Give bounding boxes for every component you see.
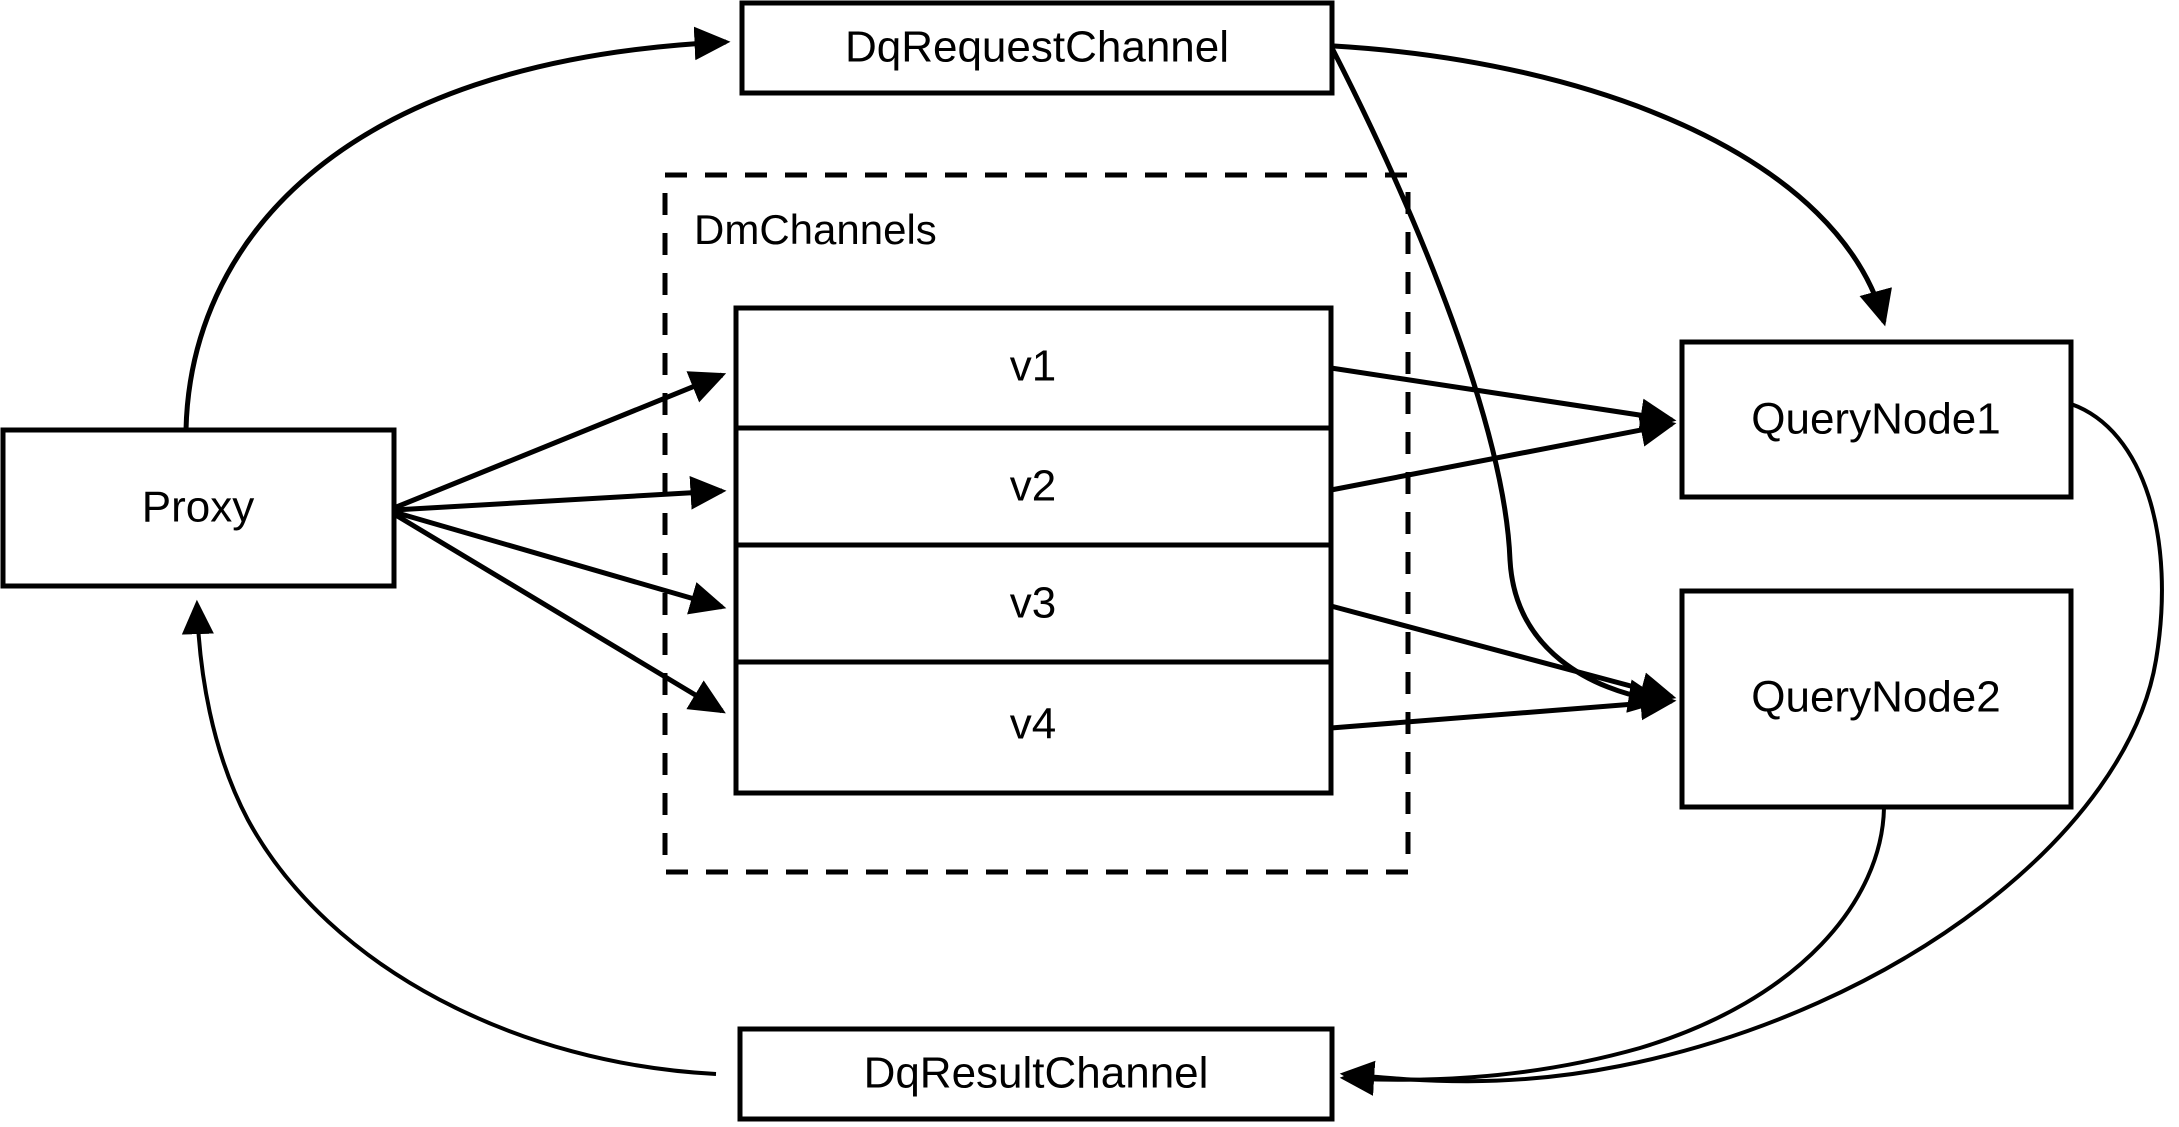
node-query-node-1[interactable]: QueryNode1: [1679, 339, 2074, 500]
dm-channels-group: DmChannels: [662, 172, 1411, 875]
edge-proxy-to-v4: [392, 511, 726, 714]
edge-proxy-to-v3: [393, 509, 727, 615]
dm-channel-row-v4[interactable]: v4: [1010, 700, 1056, 749]
dm-channel-row-v3[interactable]: v3: [736, 579, 1331, 665]
node-proxy[interactable]: Proxy: [0, 427, 397, 589]
edge-querynode1-to-dqresultchannel: [1339, 402, 2164, 1093]
edge-v2-to-querynode1: [1330, 413, 1677, 493]
dm-channel-row-label: v1: [1010, 342, 1056, 391]
edge-v4-to-querynode2: [1330, 686, 1677, 731]
dm-channel-row-v2[interactable]: v2: [736, 462, 1331, 548]
edge-proxy-to-v1: [393, 371, 727, 511]
edge-proxy-to-dqrequestchannel: [183, 26, 731, 431]
node-proxy-label: Proxy: [142, 483, 254, 532]
node-dq-result-channel[interactable]: DqResultChannel: [737, 1026, 1335, 1122]
node-query-node-2-label: QueryNode2: [1751, 673, 2000, 722]
edge-v1-to-querynode1: [1330, 365, 1677, 432]
dm-channel-row-label: v3: [1010, 579, 1056, 628]
dm-channel-row-label: v4: [1010, 700, 1056, 749]
dm-channels-group-label: DmChannels: [694, 206, 937, 253]
node-dq-request-channel-label: DqRequestChannel: [845, 23, 1229, 72]
edge-proxy-to-v2: [393, 476, 727, 513]
node-query-node-1-label: QueryNode1: [1751, 395, 2000, 444]
edge-v3-to-querynode2: [1330, 603, 1677, 706]
dm-channel-row-v1[interactable]: v1: [736, 342, 1331, 431]
edge-querynode2-to-dqresultchannel: [1339, 807, 1886, 1096]
dm-channel-row-label: v2: [1010, 462, 1056, 511]
node-query-node-2[interactable]: QueryNode2: [1679, 588, 2074, 810]
node-dq-request-channel[interactable]: DqRequestChannel: [739, 0, 1335, 96]
dm-channels-table: v1 v2 v3 v4: [733, 305, 1334, 796]
node-dq-result-channel-label: DqResultChannel: [864, 1049, 1209, 1098]
edge-dqrequestchannel-to-querynode1: [1333, 43, 1892, 327]
edge-dqresultchannel-to-proxy: [181, 599, 717, 1076]
